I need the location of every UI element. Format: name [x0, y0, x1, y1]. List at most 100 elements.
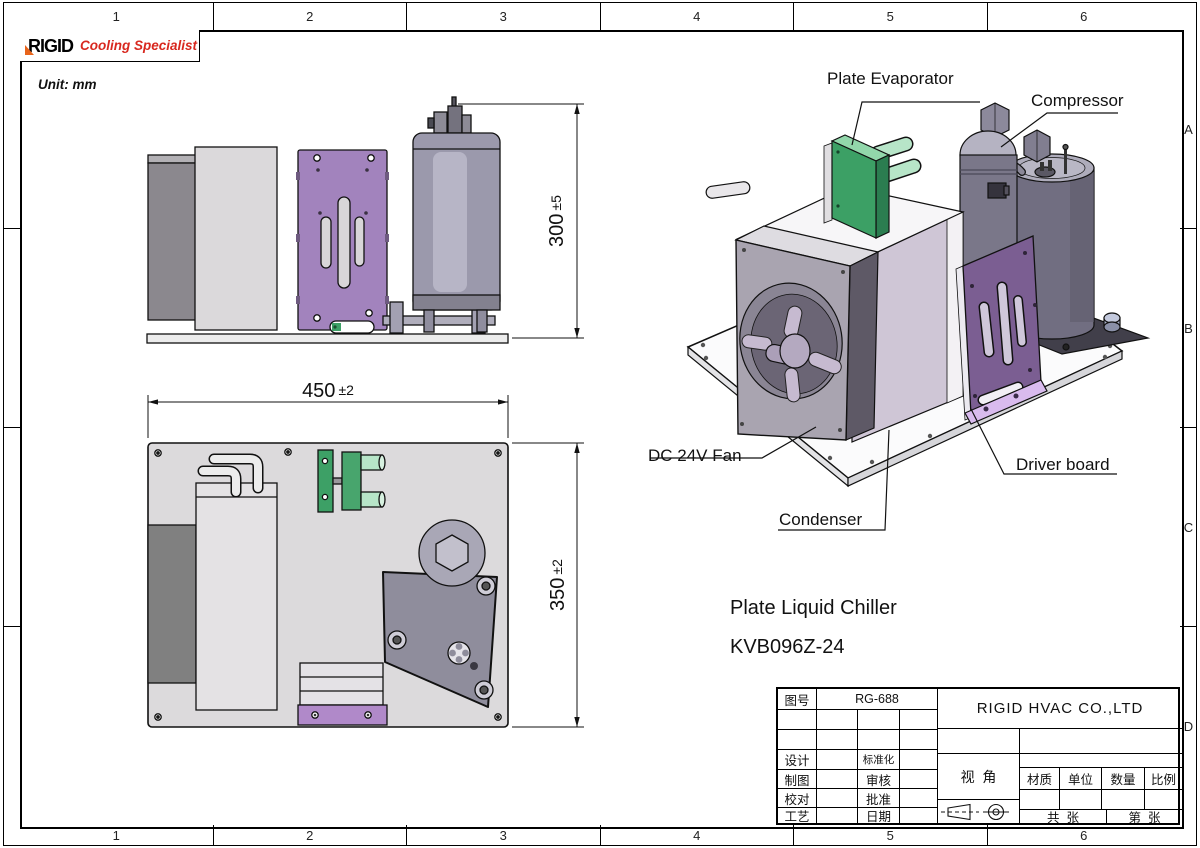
label-dc-fan: DC 24V Fan — [648, 446, 742, 465]
dim-width-text: 450±2 — [302, 380, 354, 402]
dim-height-text: 300±5 — [546, 195, 568, 247]
tb-total-sheets: 共 张 — [1020, 810, 1107, 823]
label-compressor: Compressor — [1031, 91, 1124, 110]
zone-label: 5 — [794, 825, 988, 846]
front-fan-panel — [147, 162, 197, 321]
zone-letter: B — [1184, 320, 1193, 336]
zone-label: B — [1180, 229, 1197, 428]
zone-number: 4 — [693, 828, 701, 843]
zone-label: C — [1180, 428, 1197, 627]
zone-label: A — [1180, 30, 1197, 229]
zone-divider — [3, 30, 20, 229]
product-model: KVB096Z-24 — [730, 636, 845, 658]
zone-number: 5 — [886, 828, 894, 843]
zone-number: 5 — [886, 8, 894, 24]
front-bracket-leg — [389, 301, 404, 334]
tb-checked-label: 校对 — [778, 789, 817, 808]
zone-label: 4 — [601, 825, 794, 846]
top-view: 450±2 350±2 — [147, 380, 584, 728]
tb-empty — [817, 750, 858, 770]
dim-depth-text: 350±2 — [547, 559, 569, 611]
zone-number: 3 — [499, 8, 507, 24]
tb-empty — [1020, 729, 1182, 754]
first-angle-projection-icon — [940, 803, 1009, 820]
zone-label: 3 — [407, 2, 601, 30]
tb-empty — [778, 710, 817, 730]
zone-label: 6 — [988, 2, 1181, 30]
tb-empty — [817, 808, 858, 823]
tb-quantity-label: 数量 — [1102, 768, 1145, 790]
zone-number: 6 — [1080, 8, 1088, 24]
iso-view: Plate Evaporator Compressor DC 24V Fan D… — [648, 69, 1151, 531]
tb-empty — [858, 730, 900, 750]
tb-empty — [778, 730, 817, 750]
zone-number: 4 — [693, 8, 701, 24]
front-view: 300±5 — [146, 96, 584, 344]
label-driver-board: Driver board — [1016, 455, 1110, 474]
sheet-inner-border — [20, 30, 1184, 829]
rigid-logo: RIGID — [25, 37, 74, 55]
tb-empty — [900, 789, 938, 808]
logo-wedge-icon — [25, 44, 34, 55]
zone-label: 5 — [794, 2, 988, 30]
zone-label: 2 — [214, 825, 407, 846]
front-driver-board — [296, 149, 389, 334]
zone-divider — [3, 627, 20, 825]
tb-standardization-label: 标准化 — [858, 750, 900, 770]
tb-empty — [817, 730, 858, 750]
tb-material-label: 材质 — [1020, 768, 1060, 790]
tb-unit-label: 单位 — [1060, 768, 1102, 790]
unit-note: Unit: mm — [38, 77, 97, 92]
tb-empty — [817, 710, 858, 730]
zone-number: 1 — [112, 8, 120, 24]
zone-letter: D — [1183, 718, 1194, 734]
zone-number: 2 — [306, 8, 314, 24]
tb-empty — [900, 808, 938, 823]
zone-letter: A — [1184, 121, 1193, 137]
tb-empty — [900, 770, 938, 789]
dim-width-450: 450±2 — [147, 380, 509, 438]
front-condenser — [194, 146, 278, 331]
tb-company: RIGID HVAC CO.,LTD — [938, 689, 1182, 729]
tb-drafted-label: 制图 — [778, 770, 817, 789]
top-condenser — [195, 482, 278, 711]
zone-label: 4 — [601, 2, 794, 30]
iso-driver-board — [955, 235, 1048, 425]
tb-empty — [1145, 790, 1182, 810]
tb-empty — [900, 750, 938, 770]
zone-number: 3 — [499, 828, 507, 843]
top-evaporator-fitting — [317, 449, 386, 513]
logo-box: RIGID Cooling Specialist — [20, 30, 200, 62]
tb-empty — [817, 789, 858, 808]
top-zone-strip: 1 2 3 4 5 6 — [20, 2, 1180, 30]
zone-label: 1 — [20, 825, 214, 846]
top-compressor — [382, 519, 498, 708]
front-compressor — [412, 96, 501, 333]
label-condenser: Condenser — [779, 510, 863, 529]
tb-process-label: 工艺 — [778, 808, 817, 823]
tb-empty — [900, 730, 938, 750]
tb-empty — [900, 710, 938, 730]
tb-empty — [1102, 790, 1145, 810]
zone-label: 2 — [214, 2, 407, 30]
zone-label: 6 — [988, 825, 1181, 846]
tb-view-angle-label: 视 角 — [938, 754, 1020, 800]
product-name: Plate Liquid Chiller — [730, 597, 897, 619]
tb-approved-label: 批准 — [858, 789, 900, 808]
tb-date-label: 日期 — [858, 808, 900, 823]
tb-empty — [858, 710, 900, 730]
zone-number: 2 — [306, 828, 314, 843]
zone-letter: C — [1183, 519, 1194, 535]
tb-empty — [817, 770, 858, 789]
tb-scale-label: 比例 — [1145, 768, 1182, 790]
tb-design-label: 设计 — [778, 750, 817, 770]
tb-projection-symbol-cell — [938, 800, 1020, 823]
tb-empty — [1020, 790, 1060, 810]
zone-divider — [3, 428, 20, 627]
tb-empty — [1020, 754, 1182, 768]
top-baseplate-holes — [154, 448, 502, 721]
tb-sheet-number: 第 张 — [1128, 811, 1161, 823]
tb-drawing-no-label: 图号 — [778, 689, 817, 710]
zone-label: 1 — [20, 2, 214, 30]
